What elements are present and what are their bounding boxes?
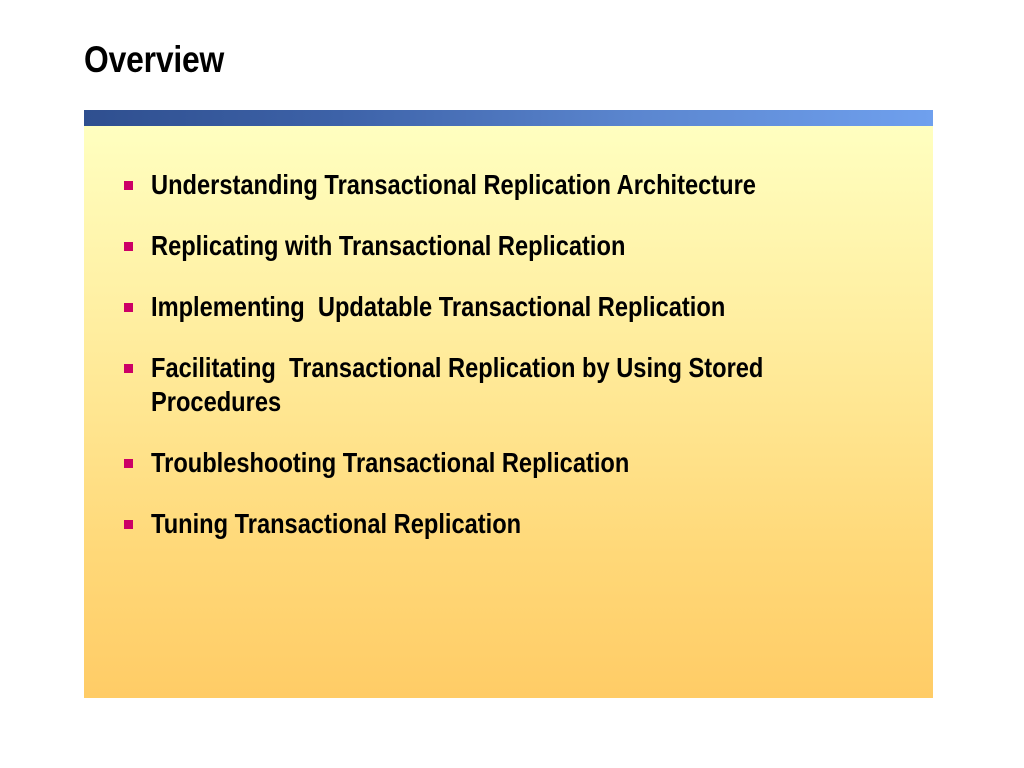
- square-bullet-icon: [124, 303, 133, 312]
- bullet-text: Facilitating Transactional Replication b…: [151, 352, 770, 417]
- square-bullet-icon: [124, 181, 133, 190]
- bullet-list: Understanding Transactional Replication …: [84, 168, 933, 568]
- bullet-item: Replicating with Transactional Replicati…: [84, 229, 933, 263]
- bullet-text: Implementing Updatable Transactional Rep…: [151, 291, 726, 322]
- square-bullet-icon: [124, 242, 133, 251]
- square-bullet-icon: [124, 364, 133, 373]
- bullet-text: Replicating with Transactional Replicati…: [151, 230, 626, 261]
- title-underline-bar: [84, 110, 933, 126]
- bullet-item: Understanding Transactional Replication …: [84, 168, 933, 202]
- square-bullet-icon: [124, 520, 133, 529]
- bullet-text: Troubleshooting Transactional Replicatio…: [151, 447, 630, 478]
- bullet-text: Tuning Transactional Replication: [151, 508, 522, 539]
- bullet-item: Troubleshooting Transactional Replicatio…: [84, 446, 933, 480]
- bullet-item: Facilitating Transactional Replication b…: [84, 351, 933, 419]
- bullet-item: Implementing Updatable Transactional Rep…: [84, 290, 933, 324]
- bullet-item: Tuning Transactional Replication: [84, 507, 933, 541]
- square-bullet-icon: [124, 459, 133, 468]
- content-panel: Understanding Transactional Replication …: [84, 126, 933, 698]
- bullet-text: Understanding Transactional Replication …: [151, 169, 756, 200]
- slide-title: Overview: [84, 39, 225, 80]
